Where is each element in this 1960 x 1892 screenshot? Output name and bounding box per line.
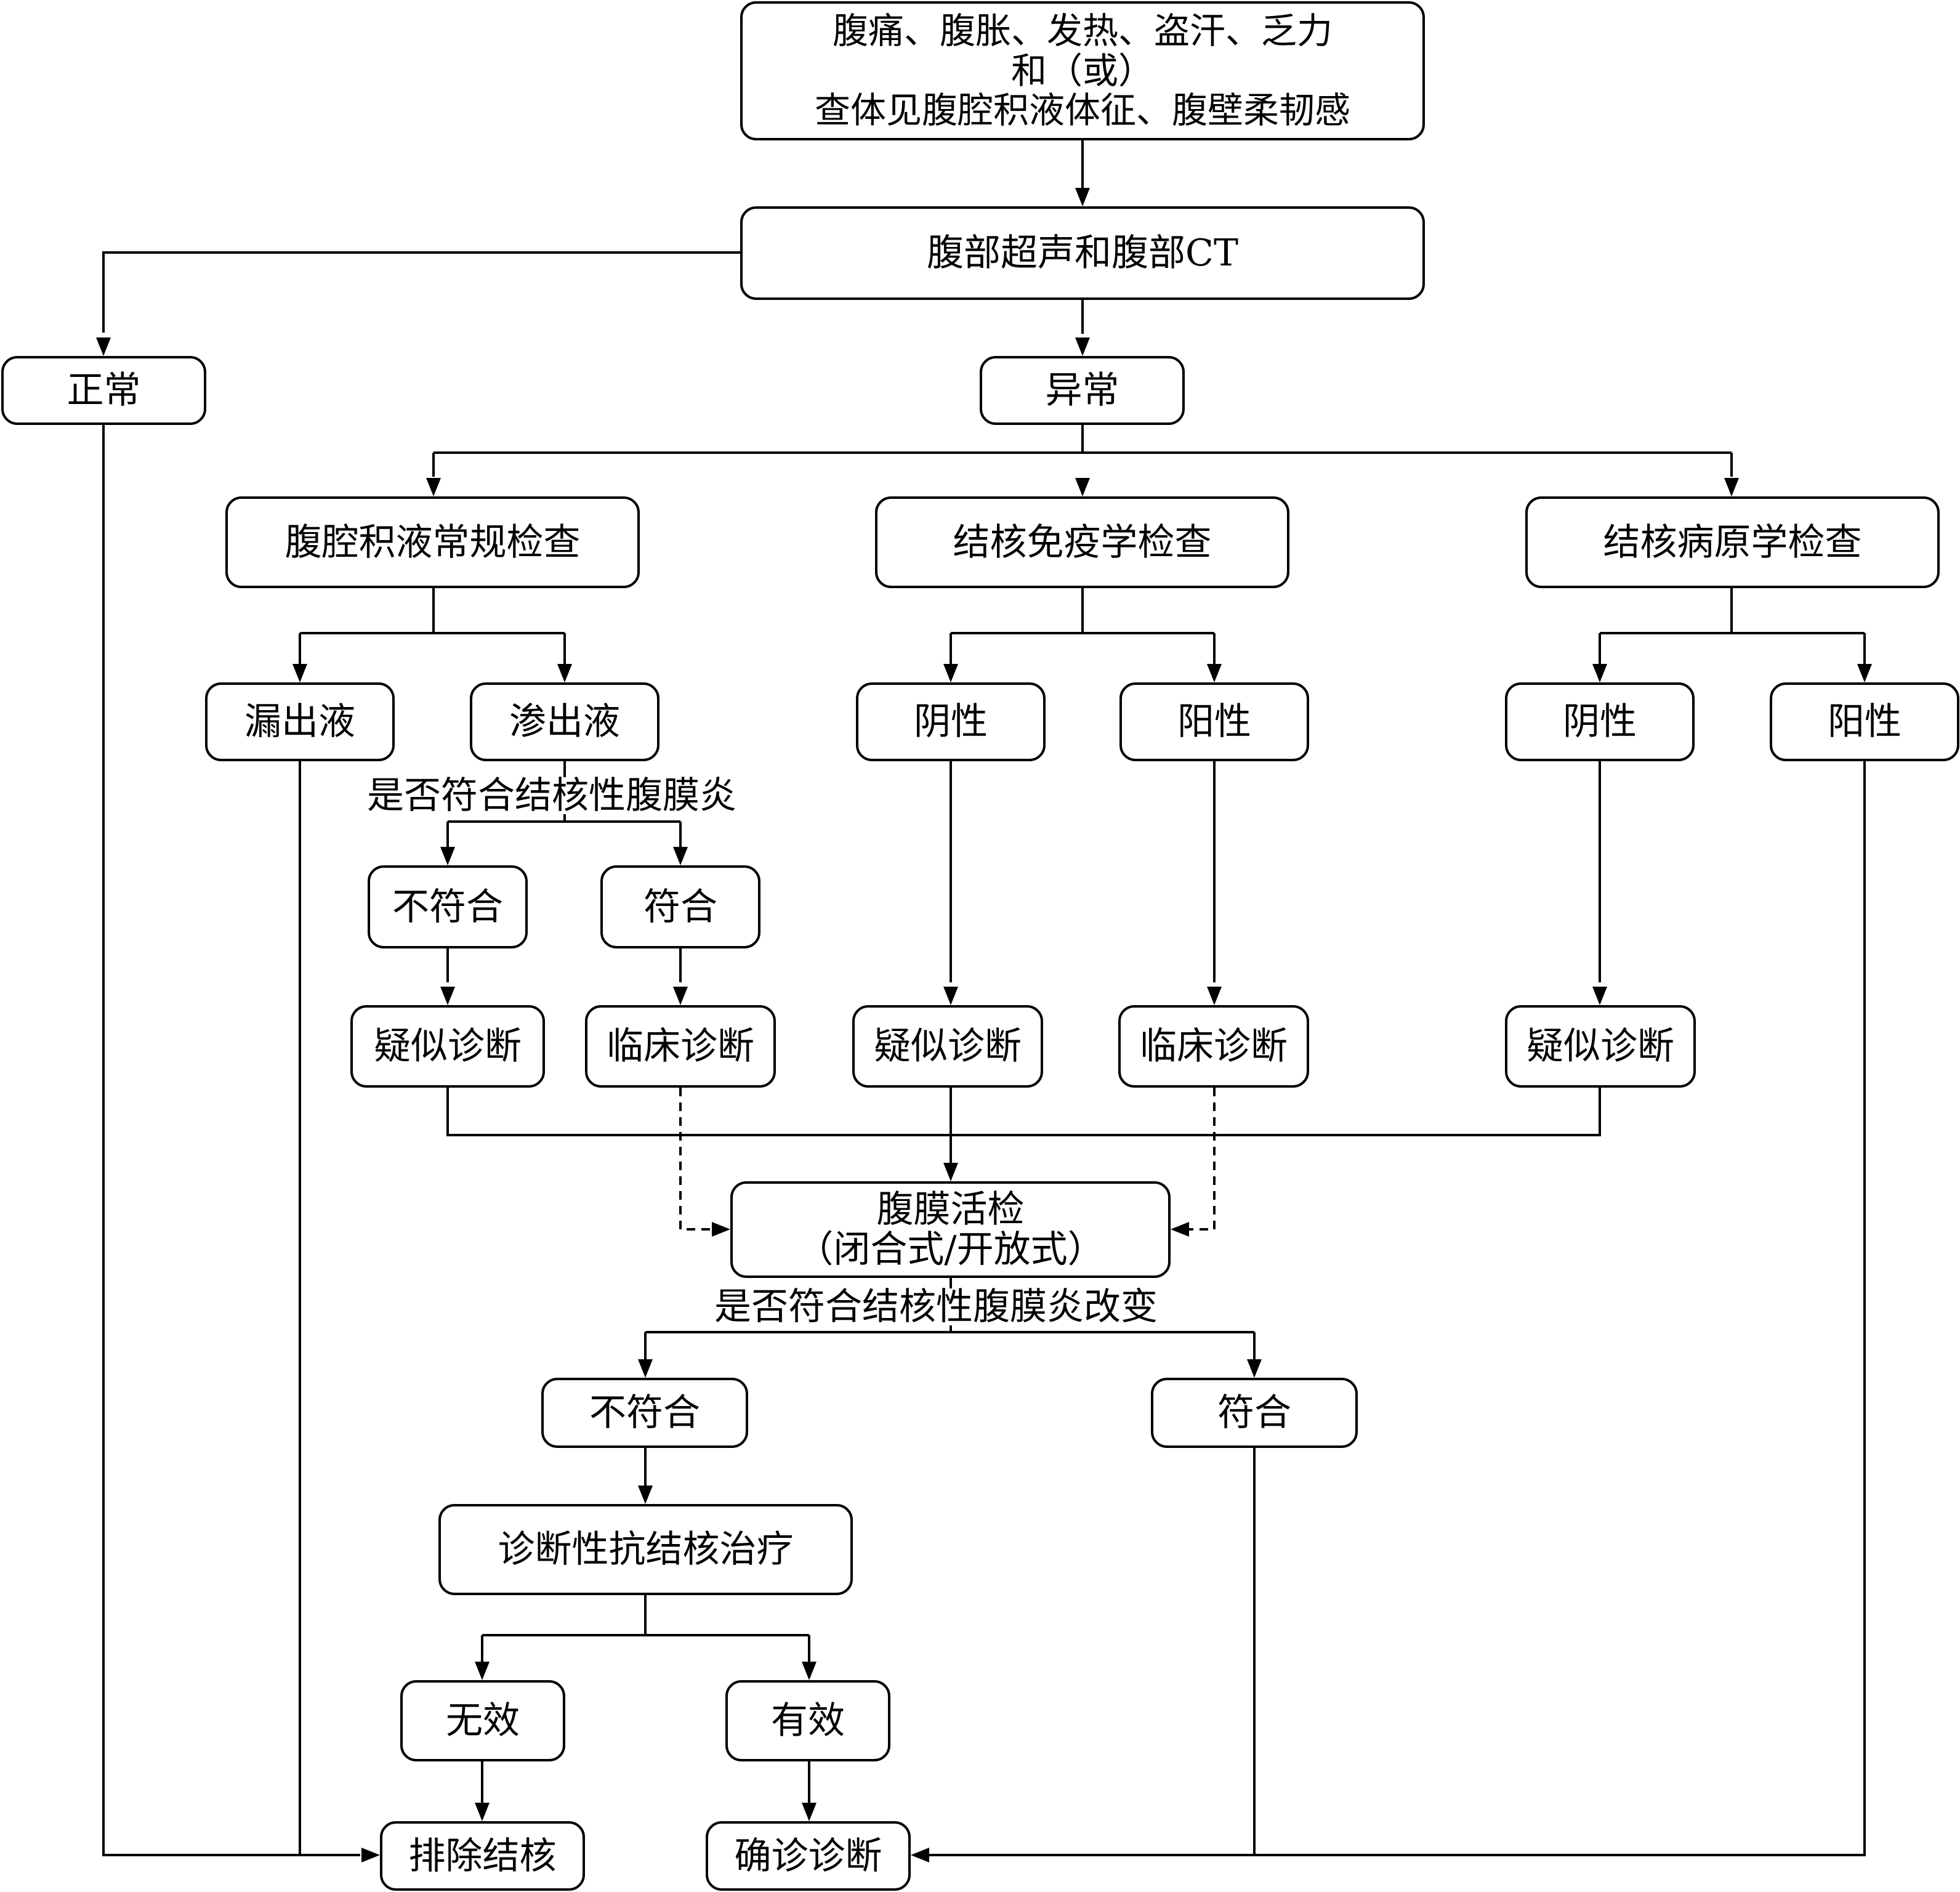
diagnostic-treatment-label: 诊断性抗结核治疗 bbox=[498, 1528, 794, 1571]
exclude-tb-node: 排除结核 bbox=[380, 1821, 585, 1891]
abnormal-label: 异常 bbox=[1045, 369, 1119, 412]
arrowhead bbox=[440, 847, 455, 865]
exudate-not-match-label: 不符合 bbox=[392, 885, 503, 929]
tb-immuno-node: 结核免疫学检查 bbox=[875, 496, 1289, 588]
arrowhead bbox=[802, 1662, 817, 1680]
arrowhead bbox=[1724, 478, 1739, 496]
biopsy-line-1: 腹膜活检 bbox=[876, 1187, 1025, 1231]
immuno-positive-node: 阳性 bbox=[1119, 682, 1309, 761]
arrowhead bbox=[943, 1163, 958, 1181]
imaging-node: 腹部超声和腹部CT bbox=[740, 206, 1425, 300]
pathogen-positive-node: 阳性 bbox=[1770, 682, 1959, 761]
arrowhead bbox=[638, 1486, 653, 1504]
arrowhead bbox=[1075, 478, 1090, 496]
suspected-diagnosis-2-label: 疑似诊断 bbox=[874, 1025, 1022, 1068]
exudate-label: 渗出液 bbox=[509, 700, 620, 743]
arrowhead bbox=[1207, 987, 1222, 1005]
biopsy-not-match-label: 不符合 bbox=[589, 1391, 700, 1434]
arrowhead bbox=[1171, 1222, 1189, 1237]
immuno-negative-node: 阴性 bbox=[856, 682, 1046, 761]
symptoms-line-3: 查体见腹腔积液体征、腹壁柔韧感 bbox=[814, 89, 1350, 132]
arrowhead bbox=[712, 1222, 730, 1237]
arrowhead bbox=[1857, 664, 1872, 682]
arrowhead bbox=[673, 987, 688, 1005]
ineffective-node: 无效 bbox=[400, 1680, 565, 1761]
diagnostic-treatment-node: 诊断性抗结核治疗 bbox=[438, 1504, 853, 1595]
transudate-node: 漏出液 bbox=[205, 682, 395, 761]
exudate-match-node: 符合 bbox=[600, 865, 760, 948]
exudate-node: 渗出液 bbox=[470, 682, 659, 761]
tb-pathogen-label: 结核病原学检查 bbox=[1603, 520, 1862, 564]
arrowhead bbox=[475, 1803, 490, 1821]
suspected-diagnosis-1-node: 疑似诊断 bbox=[350, 1005, 545, 1088]
arrowhead bbox=[638, 1359, 653, 1378]
effective-node: 有效 bbox=[725, 1680, 890, 1761]
biopsy-match-node: 符合 bbox=[1151, 1378, 1358, 1448]
arrowhead bbox=[1592, 987, 1607, 1005]
confirmed-diagnosis-node: 确诊诊断 bbox=[706, 1821, 911, 1891]
abnormal-node: 异常 bbox=[980, 356, 1185, 425]
clinical-diagnosis-2-node: 临床诊断 bbox=[1118, 1005, 1309, 1088]
symptoms-line-2: 和（或） bbox=[1010, 49, 1154, 92]
biopsy-not-match-node: 不符合 bbox=[541, 1378, 748, 1448]
symptoms-line-1: 腹痛、腹胀、发热、盗汗、乏力 bbox=[832, 9, 1333, 52]
suspected-diagnosis-1-label: 疑似诊断 bbox=[374, 1025, 522, 1068]
arrowhead bbox=[557, 664, 572, 682]
arrowhead bbox=[943, 664, 958, 682]
exudate-question-label: 是否符合结核性腹膜炎 bbox=[367, 774, 736, 817]
arrowhead bbox=[802, 1803, 817, 1821]
arrowhead bbox=[1592, 664, 1607, 682]
arrowhead bbox=[673, 847, 688, 865]
exclude-tb-label: 排除结核 bbox=[408, 1834, 557, 1878]
arrowhead bbox=[292, 664, 307, 682]
pathogen-negative-label: 阴性 bbox=[1563, 700, 1637, 743]
arrowhead bbox=[943, 987, 958, 1005]
normal-label: 正常 bbox=[67, 369, 141, 412]
immuno-negative-label: 阴性 bbox=[914, 700, 988, 743]
imaging-label: 腹部超声和腹部CT bbox=[927, 232, 1238, 275]
biopsy-line-2: （闭合式/开放式） bbox=[796, 1227, 1105, 1271]
biopsy-match-label: 符合 bbox=[1217, 1391, 1291, 1434]
exudate-match-label: 符合 bbox=[643, 885, 717, 929]
tb-pathogen-node: 结核病原学检查 bbox=[1525, 496, 1940, 588]
effective-label: 有效 bbox=[771, 1699, 845, 1742]
suspected-diagnosis-2-node: 疑似诊断 bbox=[852, 1005, 1043, 1088]
tb-immuno-label: 结核免疫学检查 bbox=[953, 520, 1212, 564]
ascites-exam-node: 腹腔积液常规检查 bbox=[225, 496, 640, 588]
arrowhead bbox=[1207, 664, 1222, 682]
immuno-positive-label: 阳性 bbox=[1177, 700, 1251, 743]
arrowhead bbox=[361, 1848, 380, 1862]
confirmed-diagnosis-label: 确诊诊断 bbox=[734, 1834, 882, 1878]
arrowhead bbox=[96, 338, 111, 356]
suspected-diagnosis-3-node: 疑似诊断 bbox=[1505, 1005, 1696, 1088]
arrowhead bbox=[426, 478, 441, 496]
arrowhead bbox=[1075, 188, 1090, 206]
peritoneal-biopsy-node: 腹膜活检 （闭合式/开放式） bbox=[730, 1181, 1171, 1278]
clinical-diagnosis-1-node: 临床诊断 bbox=[585, 1005, 776, 1088]
normal-node: 正常 bbox=[1, 356, 206, 425]
clinical-diagnosis-1-label: 临床诊断 bbox=[607, 1025, 754, 1068]
suspected-diagnosis-3-label: 疑似诊断 bbox=[1526, 1025, 1674, 1068]
arrowhead bbox=[1247, 1359, 1262, 1378]
exudate-not-match-node: 不符合 bbox=[368, 865, 528, 948]
pathogen-positive-label: 阳性 bbox=[1828, 700, 1902, 743]
ascites-exam-label: 腹腔积液常规检查 bbox=[284, 520, 581, 564]
biopsy-question-label: 是否符合结核性腹膜炎改变 bbox=[714, 1285, 1158, 1328]
symptoms-node: 腹痛、腹胀、发热、盗汗、乏力 和（或） 查体见腹腔积液体征、腹壁柔韧感 bbox=[740, 1, 1425, 140]
arrowhead bbox=[475, 1662, 490, 1680]
arrowhead bbox=[1075, 338, 1090, 356]
pathogen-negative-node: 阴性 bbox=[1505, 682, 1695, 761]
clinical-diagnosis-2-label: 临床诊断 bbox=[1140, 1025, 1288, 1068]
transudate-label: 漏出液 bbox=[244, 700, 355, 743]
arrowhead bbox=[911, 1848, 929, 1862]
ineffective-label: 无效 bbox=[446, 1699, 520, 1742]
arrowhead bbox=[440, 987, 455, 1005]
